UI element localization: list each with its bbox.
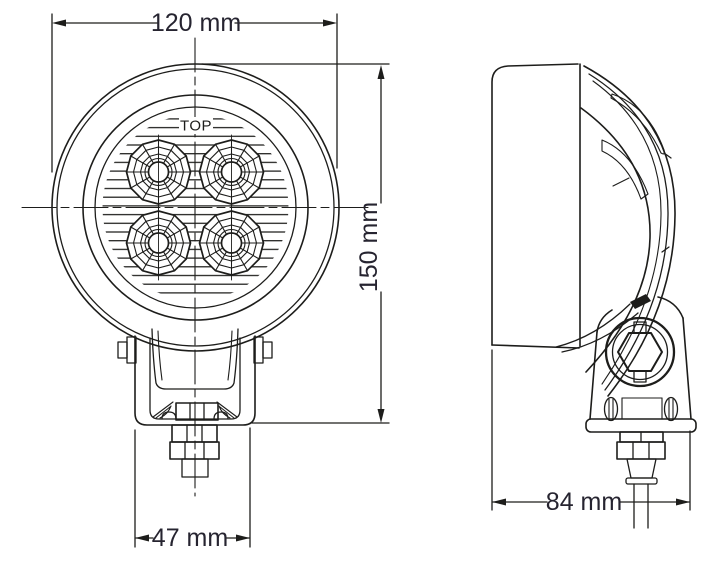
lens-fins — [102, 114, 289, 301]
side-body — [491, 63, 581, 349]
arrowhead-up — [377, 65, 385, 79]
dimension-width-label: 120 mm — [151, 9, 241, 37]
side-bracket — [585, 296, 697, 433]
top-label-backing — [179, 117, 213, 134]
base-slot-left — [603, 396, 619, 422]
arrowhead-left — [52, 19, 66, 27]
front-view: TOP — [21, 37, 369, 497]
side-bracket-base — [585, 418, 697, 433]
dimension-depth-84mm: 84 mm — [491, 349, 691, 516]
lamp-outer-ring — [51, 63, 340, 352]
side-mounting-stud — [616, 431, 666, 529]
side-bezel — [580, 65, 676, 397]
bracket-arm-tab — [630, 294, 651, 309]
dimension-depth-label: 84 mm — [546, 488, 622, 516]
front-mounting-stud — [169, 424, 220, 478]
arrowhead-right — [236, 534, 250, 542]
top-orientation-label: TOP — [180, 118, 212, 135]
side-pivot-ring — [604, 316, 676, 388]
arrowhead-down — [377, 409, 385, 423]
arrowhead-right — [323, 19, 337, 27]
lamp-outer-ring-inner — [56, 68, 335, 347]
base-slot-right — [663, 396, 679, 422]
bezel-crescent-lower — [601, 139, 649, 200]
dimension-width-120mm: 120 mm — [51, 9, 338, 173]
dimension-bracket-label: 47 mm — [152, 524, 228, 552]
front-housing-boss — [151, 328, 239, 390]
dimension-height-150mm: 150 mm — [201, 63, 390, 424]
side-view — [491, 63, 697, 529]
arrowhead-left — [135, 534, 149, 542]
lamp-bezel-ring — [82, 94, 309, 321]
bezel-crescent-upper — [610, 93, 666, 155]
arrowhead-left — [492, 498, 506, 506]
lamp-lens-ring — [94, 106, 297, 309]
dimension-height-label: 150 mm — [355, 202, 383, 292]
arrowhead-right — [676, 498, 690, 506]
pivot-hex-bolt — [617, 332, 663, 372]
dimension-bracket-47mm: 47 mm — [134, 427, 251, 552]
